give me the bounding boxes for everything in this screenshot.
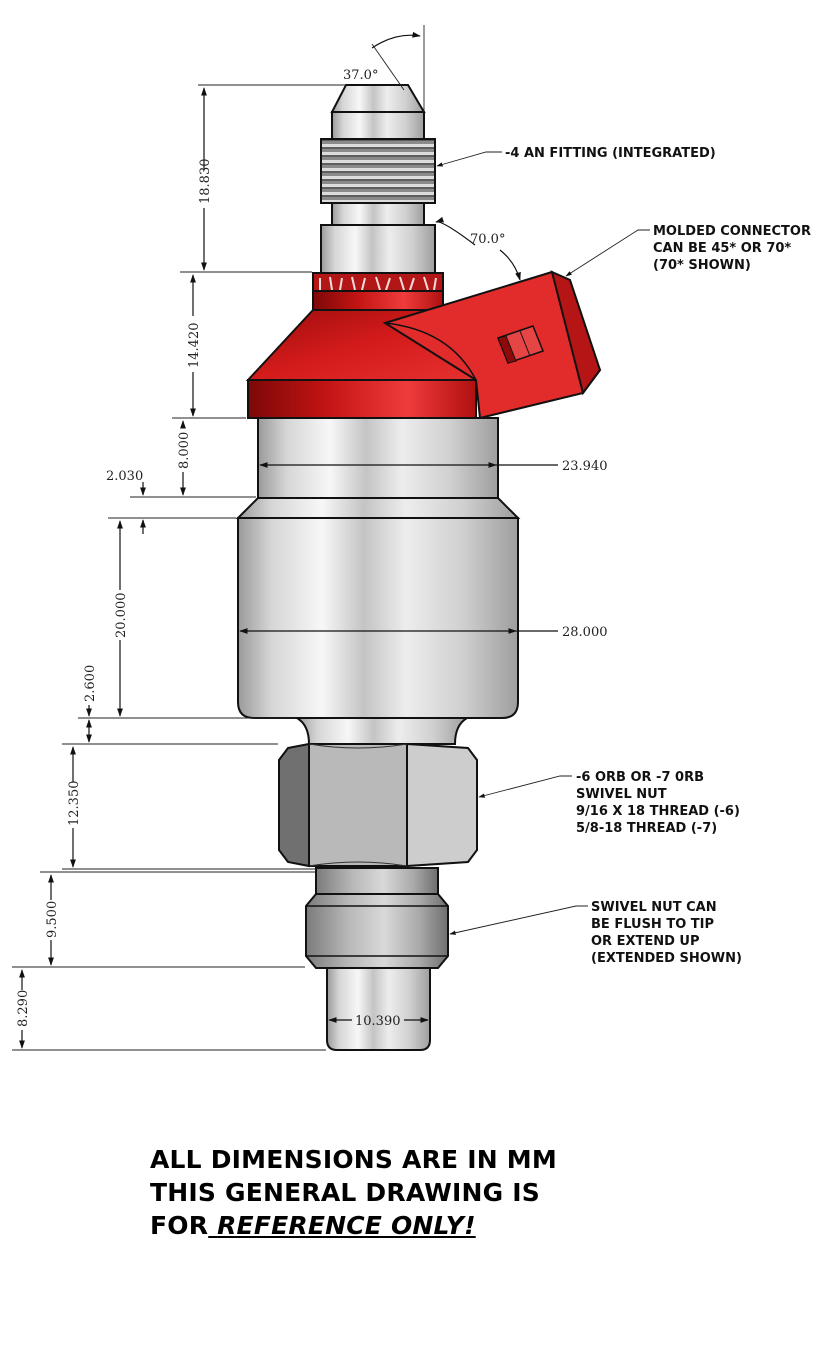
- collar-neck: [315, 867, 439, 895]
- dim-fitting-height: 18.830: [198, 159, 213, 205]
- tip-angle-label: 37.0°: [343, 68, 378, 83]
- main-body: [237, 517, 519, 719]
- disclaimer-note: ALL DIMENSIONS ARE IN MM THIS GENERAL DR…: [150, 1143, 557, 1242]
- callout-molded-connector: MOLDED CONNECTOR CAN BE 45* OR 70* (70* …: [653, 224, 811, 273]
- dimension-lines: [12, 25, 650, 1051]
- dim-upper-body-diameter: 23.940: [562, 459, 608, 474]
- svg-text:CAN BE 45* OR 70*: CAN BE 45* OR 70*: [653, 241, 791, 256]
- fitting-base: [320, 224, 436, 274]
- svg-text:9/16 X 18 THREAD (-6): 9/16 X 18 THREAD (-6): [576, 804, 740, 819]
- molded-connector: [245, 270, 602, 420]
- body-neck: [293, 717, 471, 745]
- dim-tip-diameter: 10.390: [355, 1014, 401, 1029]
- dim-connector-height: 14.420: [187, 323, 202, 369]
- svg-text:BE FLUSH TO TIP: BE FLUSH TO TIP: [591, 917, 714, 932]
- dim-tip-height: 8.290: [16, 990, 31, 1027]
- dim-main-body-diameter: 28.000: [562, 625, 608, 640]
- flare-tip: [330, 84, 426, 113]
- body-chamfer: [235, 497, 521, 519]
- dim-step-offset: 2.030: [106, 469, 143, 484]
- svg-text:-6 ORB OR -7 0RB: -6 ORB OR -7 0RB: [576, 770, 704, 785]
- svg-text:(70* SHOWN): (70* SHOWN): [653, 258, 751, 273]
- fitting-shank: [331, 111, 425, 140]
- svg-text:MOLDED CONNECTOR: MOLDED CONNECTOR: [653, 224, 811, 239]
- disclaimer-line-1: ALL DIMENSIONS ARE IN MM: [150, 1145, 557, 1174]
- swivel-collar: [305, 893, 449, 969]
- dim-nut-height: 12.350: [67, 781, 82, 827]
- fitting-neck: [331, 202, 425, 226]
- svg-text:SWIVEL NUT CAN: SWIVEL NUT CAN: [591, 900, 717, 915]
- dim-main-body-height: 20.000: [114, 593, 129, 639]
- disclaimer-line-2: THIS GENERAL DRAWING IS: [150, 1178, 540, 1207]
- swivel-nut-hex: [278, 742, 478, 868]
- disclaimer-line-3: FOR REFERENCE ONLY!: [150, 1209, 557, 1242]
- upper-body: [257, 417, 499, 499]
- svg-text:5/8-18 THREAD (-7): 5/8-18 THREAD (-7): [576, 821, 717, 836]
- injector-body: [235, 84, 602, 1051]
- callout-swivel-nut: -6 ORB OR -7 0RB SWIVEL NUT 9/16 X 18 TH…: [576, 770, 740, 836]
- dim-collar-height: 9.500: [45, 901, 60, 938]
- svg-text:OR EXTEND UP: OR EXTEND UP: [591, 934, 700, 949]
- dim-neck-height: 2.600: [83, 665, 98, 702]
- callout-an-fitting: -4 AN FITTING (INTEGRATED): [505, 146, 716, 161]
- reference-only-emphasis: REFERENCE ONLY!: [217, 1211, 476, 1240]
- an-fitting-threads: [320, 138, 436, 204]
- disclaimer-for: FOR: [150, 1211, 209, 1240]
- svg-text:(EXTENDED SHOWN): (EXTENDED SHOWN): [591, 951, 742, 966]
- svg-text:SWIVEL NUT: SWIVEL NUT: [576, 787, 667, 802]
- dim-upper-body-height: 8.000: [177, 432, 192, 469]
- callout-swivel-position: SWIVEL NUT CAN BE FLUSH TO TIP OR EXTEND…: [591, 900, 742, 966]
- injector-tip: [326, 967, 431, 1051]
- connector-angle-label: 70.0°: [470, 232, 505, 247]
